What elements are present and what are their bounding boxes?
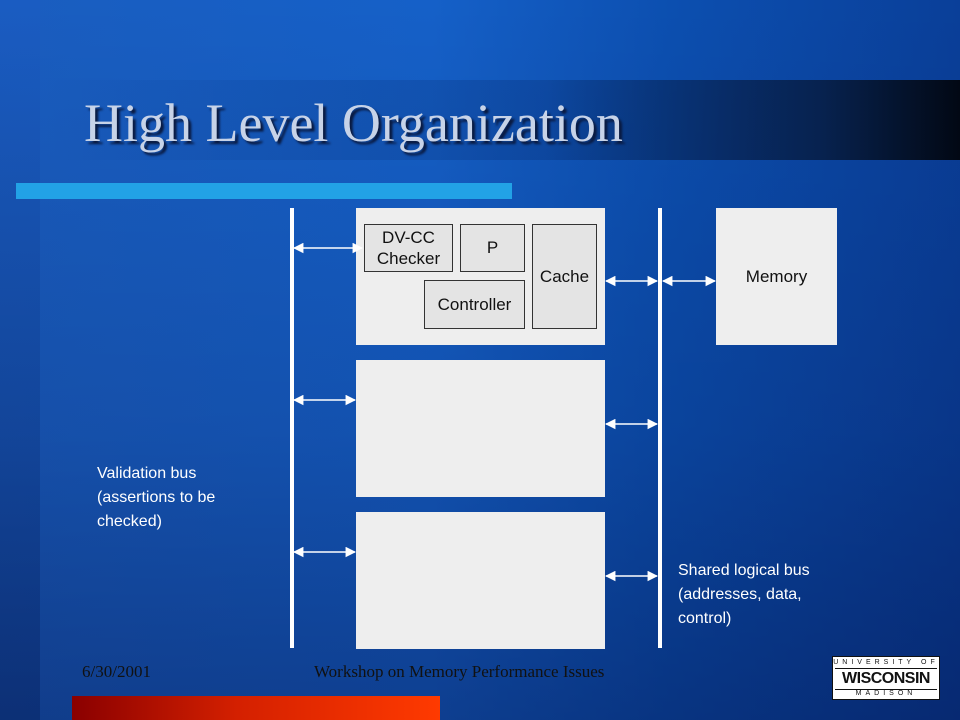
footer-date: 6/30/2001 (82, 662, 151, 681)
slide-title: High Level Organization (84, 93, 623, 153)
title-band (40, 80, 960, 160)
logo-line-1: UNIVERSITY OF (833, 659, 939, 666)
footer-event: Workshop on Memory Performance Issues (314, 662, 605, 681)
validation-bus-line-2: (assertions to be (97, 489, 216, 506)
validation-bus-line-3: checked) (97, 513, 162, 530)
validation-bus-line (290, 208, 294, 648)
memory-label: Memory (745, 266, 808, 286)
cache-box: Cache (532, 224, 597, 329)
bottom-accent-band (72, 696, 440, 720)
controller-label: Controller (437, 294, 512, 314)
shared-bus-line-3: control) (678, 610, 732, 627)
cache-label: Cache (539, 266, 590, 286)
shared-bus-line-2: (addresses, data, (678, 586, 802, 603)
node-box-2 (356, 360, 605, 497)
node-box-3 (356, 512, 605, 649)
validation-bus-label: Validation bus (assertions to be checked… (97, 462, 215, 534)
logo-line-3: MADISON (855, 690, 917, 697)
title-underline (16, 183, 512, 199)
checker-box: DV-CC Checker (364, 224, 453, 272)
left-strip (0, 0, 40, 720)
checker-line-1: DV-CC (382, 227, 435, 247)
validation-bus-line-1: Validation bus (97, 465, 197, 482)
processor-box: P (460, 224, 525, 272)
memory-box: Memory (716, 208, 837, 345)
checker-line-2: Checker (376, 249, 441, 268)
shared-bus-line-1: Shared logical bus (678, 562, 810, 579)
university-logo: UNIVERSITY OF WISCONSIN MADISON (832, 656, 940, 700)
shared-bus-label: Shared logical bus (addresses, data, con… (678, 559, 810, 631)
processor-label: P (486, 238, 499, 258)
logo-line-2: WISCONSIN (835, 668, 937, 690)
controller-box: Controller (424, 280, 525, 329)
shared-bus-line (658, 208, 662, 648)
